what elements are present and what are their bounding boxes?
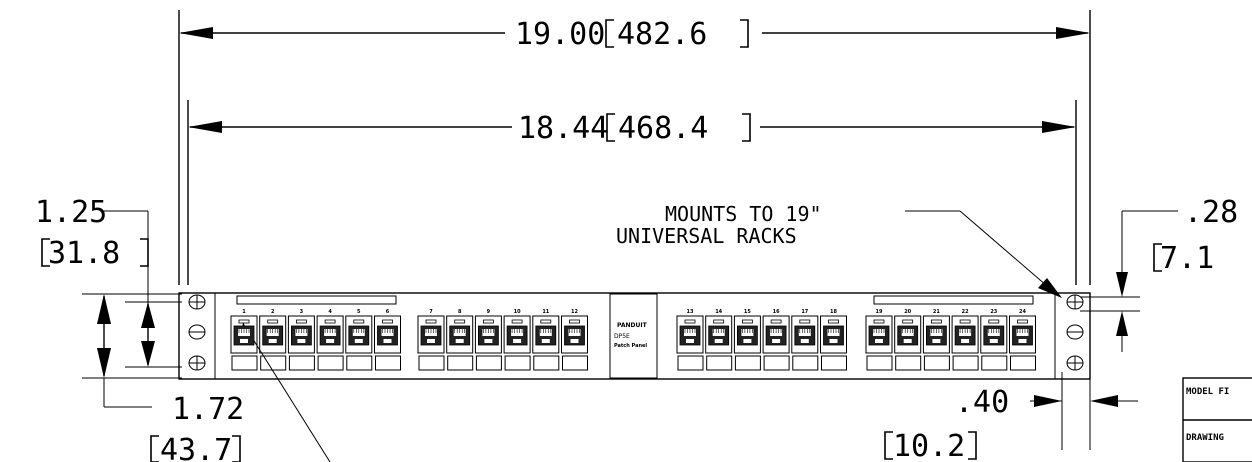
port-number-label: 23: [990, 309, 997, 315]
left-height-value: 1.25: [35, 195, 107, 230]
rj45-port: 20: [894, 309, 922, 371]
center-badge: PANDUIT DP5E Patch Panel: [609, 293, 658, 379]
rj45-port: 21: [922, 309, 950, 371]
port-number-label: 11: [542, 309, 549, 315]
port-number-label: 16: [773, 309, 780, 315]
total-height-value: 1.72: [172, 392, 244, 427]
port-number-label: 14: [715, 309, 722, 315]
port-number-label: 18: [830, 309, 837, 315]
port-number-label: 5: [357, 309, 361, 315]
rj45-port: 10: [503, 309, 531, 371]
rj45-port: 9: [474, 309, 502, 371]
port-number-label: 21: [933, 309, 940, 315]
ear-width-metric: 10.2: [893, 429, 965, 462]
title-block: MODEL FI DRAWING: [1182, 377, 1252, 462]
left-height-metric: 31.8: [48, 236, 120, 271]
rj45-port: 15: [733, 309, 761, 371]
label-strip-left: [236, 295, 397, 305]
overall-width-value: 19.00: [515, 17, 605, 52]
mount-note-line1: MOUNTS TO 19": [665, 202, 822, 226]
port-number-label: 15: [744, 309, 751, 315]
overall-width-metric-bracket: [605, 19, 749, 48]
label-strip-right: [873, 295, 1034, 305]
port-number-label: 10: [514, 309, 521, 315]
rj45-port: 12: [561, 309, 588, 371]
rj45-port: 24: [1009, 309, 1036, 371]
port-number-label: 7: [429, 309, 433, 315]
inner-width-metric-bracket: [606, 113, 751, 142]
rj45-port: 2: [259, 309, 287, 371]
port-number-label: 8: [458, 309, 462, 315]
mount-hole-left-bottom: [188, 355, 206, 371]
inner-width-value: 18.44: [518, 111, 608, 146]
mount-note-line2: UNIVERSAL RACKS: [616, 224, 797, 248]
rj45-port: 18: [820, 309, 847, 371]
mount-hole-left-mid: [188, 324, 206, 340]
mount-hole-right-mid: [1066, 324, 1084, 340]
port-number-label: 3: [300, 309, 304, 315]
ear-width-value: .40: [955, 385, 1009, 420]
port-number-label: 9: [487, 309, 491, 315]
rj45-port: 5: [345, 309, 373, 371]
rj45-port: 14: [705, 309, 733, 371]
port-number-label: 13: [687, 309, 694, 315]
rj45-port: 17: [791, 309, 819, 371]
dimension-right-offset: .28 7.1: [1080, 195, 1238, 352]
dimension-ear-width: .40 10.2: [884, 372, 1138, 462]
port-number-label: 17: [801, 309, 808, 315]
port-number-label: 4: [328, 309, 332, 315]
rj45-port: 6: [374, 309, 401, 371]
right-offset-value: .28: [1184, 195, 1238, 230]
dimension-inner-width: 18.44 468.4: [188, 111, 1076, 146]
dimension-total-height: 1.72 43.7: [82, 293, 244, 462]
port-number-label: 2: [271, 309, 275, 315]
mount-note: MOUNTS TO 19" UNIVERSAL RACKS: [616, 202, 1062, 298]
port-number-label: 19: [876, 309, 883, 315]
port-number-label: 1: [242, 309, 246, 315]
title-block-model: MODEL FI: [1186, 387, 1229, 397]
right-offset-metric: 7.1: [1160, 241, 1214, 276]
total-height-metric: 43.7: [160, 433, 232, 462]
rj45-port: 1: [230, 309, 258, 371]
port-number-label: 6: [386, 309, 390, 315]
rj45-port: 8: [446, 309, 474, 371]
mount-hole-right-bottom: [1066, 355, 1084, 371]
port-number-label: 24: [1019, 309, 1026, 315]
title-block-drawing: DRAWING: [1186, 433, 1224, 443]
model-label: DP5E: [614, 333, 630, 340]
type-label: Patch Panel: [614, 343, 647, 349]
mount-hole-left-top: [188, 294, 206, 310]
panel-outline: [178, 292, 1091, 380]
rj45-port: 19: [865, 309, 893, 371]
rj45-port: 16: [762, 309, 790, 371]
port-number-label: 12: [571, 309, 578, 315]
dimension-left-height: 1.25 31.8: [35, 195, 182, 368]
rj45-port: 3: [287, 309, 315, 371]
mount-hole-right-top: [1066, 294, 1084, 310]
rj45-port: 11: [532, 309, 560, 371]
overall-width-metric: 482.6: [617, 17, 707, 52]
dimension-overall-width: 19.00 482.6: [179, 17, 1090, 52]
inner-width-metric: 468.4: [618, 111, 708, 146]
rj45-port: 23: [980, 309, 1008, 371]
port-number-label: 20: [904, 309, 911, 315]
brand-logo: PANDUIT: [617, 322, 648, 329]
rj45-port: 4: [316, 309, 344, 371]
rj45-port: 7: [417, 309, 445, 371]
rj45-port: 13: [676, 309, 704, 371]
rj45-port: 22: [951, 309, 979, 371]
port-number-label: 22: [962, 309, 969, 315]
